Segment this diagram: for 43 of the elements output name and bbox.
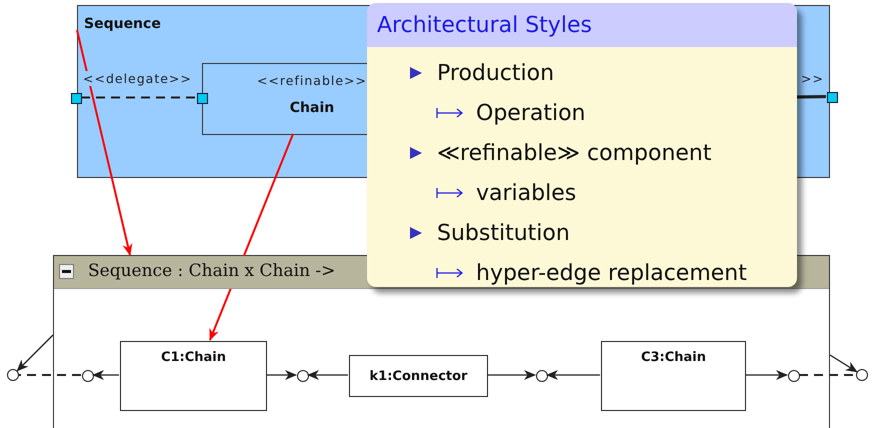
list-item-text: ≪refinable≫ component	[437, 140, 712, 166]
list-item-text: hyper-edge replacement	[476, 260, 747, 286]
port-circle	[297, 370, 309, 382]
frame-title: Sequence : Chain x Chain ->	[88, 261, 336, 281]
connector-line	[546, 370, 600, 380]
pointer-arrow	[209, 134, 294, 341]
connector-line	[266, 370, 297, 380]
port-square	[71, 93, 82, 104]
port-circle	[788, 370, 800, 382]
connector-line	[307, 370, 348, 380]
component-name: C3:Chain	[640, 350, 706, 365]
component-box	[120, 341, 267, 411]
stereotype-label: <<refinable>>	[256, 73, 367, 88]
port-square	[197, 93, 208, 104]
list-item-text: Operation	[476, 100, 586, 126]
connector-line	[830, 354, 858, 372]
list-item-text: Substitution	[437, 220, 570, 246]
callout-title: Architectural Styles	[377, 12, 592, 38]
connector-box	[349, 355, 488, 397]
port-circle	[536, 370, 548, 382]
pointer-arrow	[76, 30, 132, 256]
connector-line	[19, 374, 81, 376]
list-item-text: Production	[437, 60, 554, 86]
edge-label: <<delegate>>	[82, 71, 193, 86]
connector-line	[16, 334, 54, 372]
port-circle	[82, 370, 94, 382]
composite-frame	[53, 255, 830, 428]
port-circle	[7, 369, 19, 381]
connector-line	[745, 370, 788, 380]
port-square	[827, 92, 838, 103]
list-item-text: variables	[476, 180, 576, 206]
port-circle	[856, 369, 868, 381]
component-name: C1:Chain	[160, 350, 226, 365]
connector-line	[796, 94, 826, 99]
connector-line	[92, 370, 119, 380]
component-name: Chain	[290, 100, 334, 116]
callout-tooltip	[367, 3, 797, 287]
panel-title: Sequence	[84, 16, 161, 32]
connector-line	[81, 96, 196, 98]
component-name: k1:Connector	[370, 368, 468, 384]
component-box	[601, 341, 746, 411]
connector-line	[799, 374, 856, 376]
connector-line	[487, 370, 536, 380]
